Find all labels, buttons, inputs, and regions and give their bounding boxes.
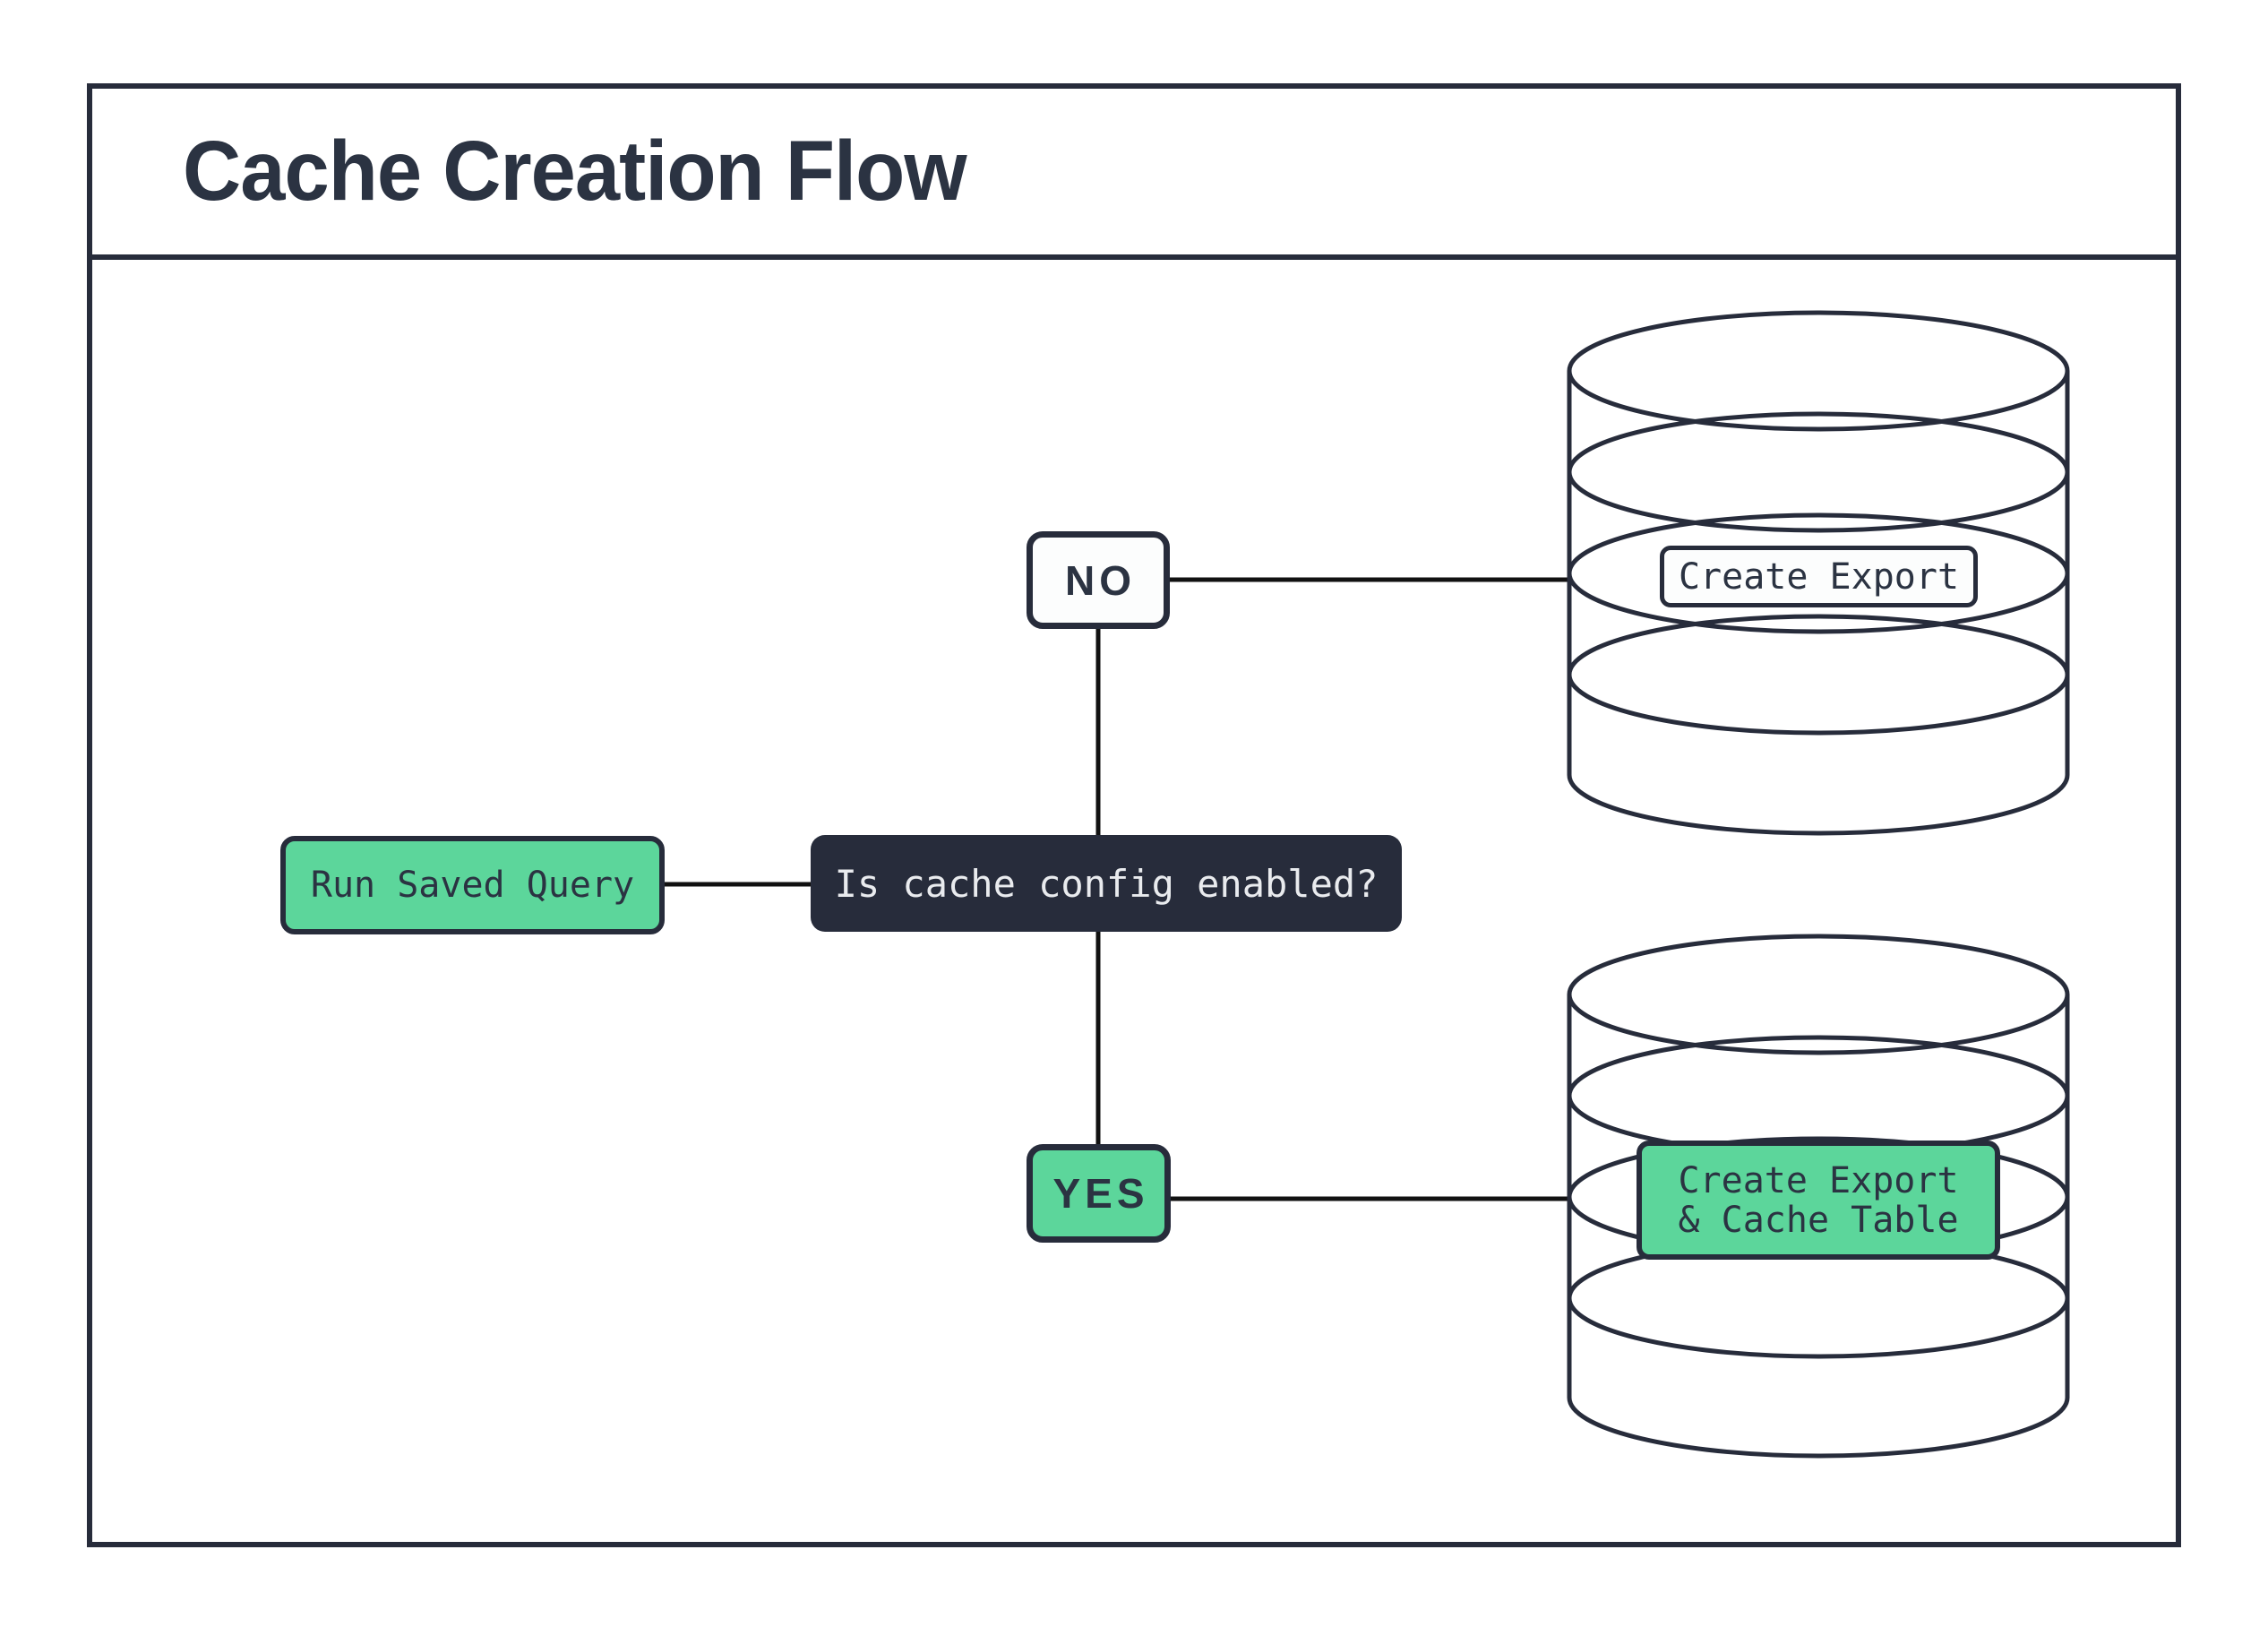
page-title: Cache Creation Flow [183, 124, 967, 219]
node-branch-yes: YES [1027, 1144, 1171, 1243]
label-create-export: Create Export [1660, 546, 1978, 607]
database-icon-top [1567, 310, 2070, 836]
label-create-export-cache-table: Create Export & Cache Table [1637, 1141, 2000, 1260]
diagram-header: Cache Creation Flow [92, 89, 2176, 260]
node-is-cache-config-enabled: Is cache config enabled? [811, 835, 1402, 932]
node-branch-no: NO [1027, 531, 1170, 629]
diagram-frame: Cache Creation Flow [87, 83, 2181, 1547]
label-line-2: & Cache Table [1678, 1199, 1959, 1241]
node-run-saved-query: Run Saved Query [280, 836, 665, 934]
label-line-1: Create Export [1678, 1159, 1959, 1201]
